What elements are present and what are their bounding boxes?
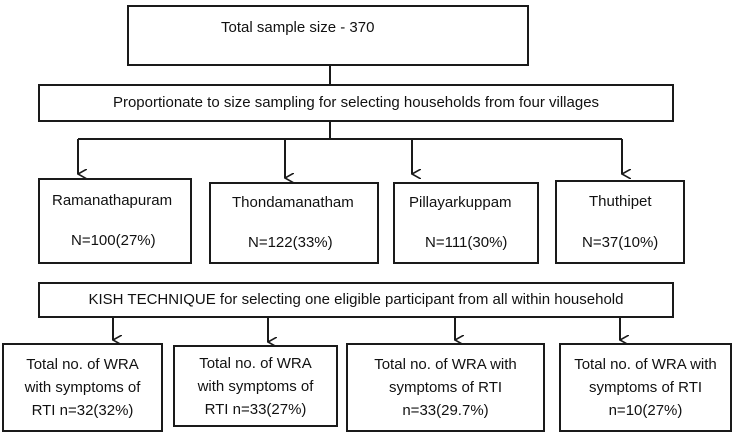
total-sample-label: Total sample size - 370 xyxy=(221,19,375,36)
sampling-method-label: Proportionate to size sampling for selec… xyxy=(112,94,600,111)
result-line: n=33(29.7%) xyxy=(402,402,489,419)
village-name: Pillayarkuppam xyxy=(409,194,512,211)
result-text: Total no. of WRA with symptoms of RTI n=… xyxy=(561,353,730,422)
result-line: Total no. of WRA with xyxy=(574,356,717,373)
result-line: symptoms of RTI xyxy=(588,379,703,396)
village-name: Thuthipet xyxy=(589,193,652,210)
total-sample-box: Total sample size - 370 xyxy=(127,5,529,66)
village-name: Thondamanatham xyxy=(232,194,354,211)
result-line: RTI n=33(27%) xyxy=(204,401,307,418)
village-box-ramanathapuram: Ramanathapuram N=100(27%) xyxy=(38,178,192,264)
result-box-thondamanatham: Total no. of WRA with symptoms of RTI n=… xyxy=(173,345,338,427)
result-line: RTI n=32(32%) xyxy=(31,402,134,419)
village-count: N=122(33%) xyxy=(248,234,333,251)
village-box-thondamanatham: Thondamanatham N=122(33%) xyxy=(209,182,379,264)
village-name: Ramanathapuram xyxy=(52,192,173,209)
result-box-pillayarkuppam: Total no. of WRA with symptoms of RTI n=… xyxy=(346,343,545,432)
village-count: N=100(27%) xyxy=(71,232,156,249)
result-text: Total no. of WRA with symptoms of RTI n=… xyxy=(175,352,336,421)
village-box-pillayarkuppam: Pillayarkuppam N=111(30%) xyxy=(393,182,539,264)
result-text: Total no. of WRA with symptoms of RTI n=… xyxy=(4,353,161,422)
result-line: n=10(27%) xyxy=(608,402,683,419)
result-text: Total no. of WRA with symptoms of RTI n=… xyxy=(348,353,543,422)
result-line: with symptoms of xyxy=(24,379,141,396)
village-count: N=37(10%) xyxy=(582,234,659,251)
result-line: with symptoms of xyxy=(197,378,314,395)
result-box-thuthipet: Total no. of WRA with symptoms of RTI n=… xyxy=(559,343,732,432)
kish-technique-box: KISH TECHNIQUE for selecting one eligibl… xyxy=(38,282,674,318)
result-line: Total no. of WRA with xyxy=(374,356,517,373)
result-box-ramanathapuram: Total no. of WRA with symptoms of RTI n=… xyxy=(2,343,163,432)
village-box-thuthipet: Thuthipet N=37(10%) xyxy=(555,180,685,264)
result-line: symptoms of RTI xyxy=(388,379,503,396)
result-line: Total no. of WRA xyxy=(26,356,139,373)
kish-technique-label: KISH TECHNIQUE for selecting one eligibl… xyxy=(88,291,624,308)
result-line: Total no. of WRA xyxy=(199,355,312,372)
sampling-method-box: Proportionate to size sampling for selec… xyxy=(38,84,674,122)
village-count: N=111(30%) xyxy=(425,234,508,251)
